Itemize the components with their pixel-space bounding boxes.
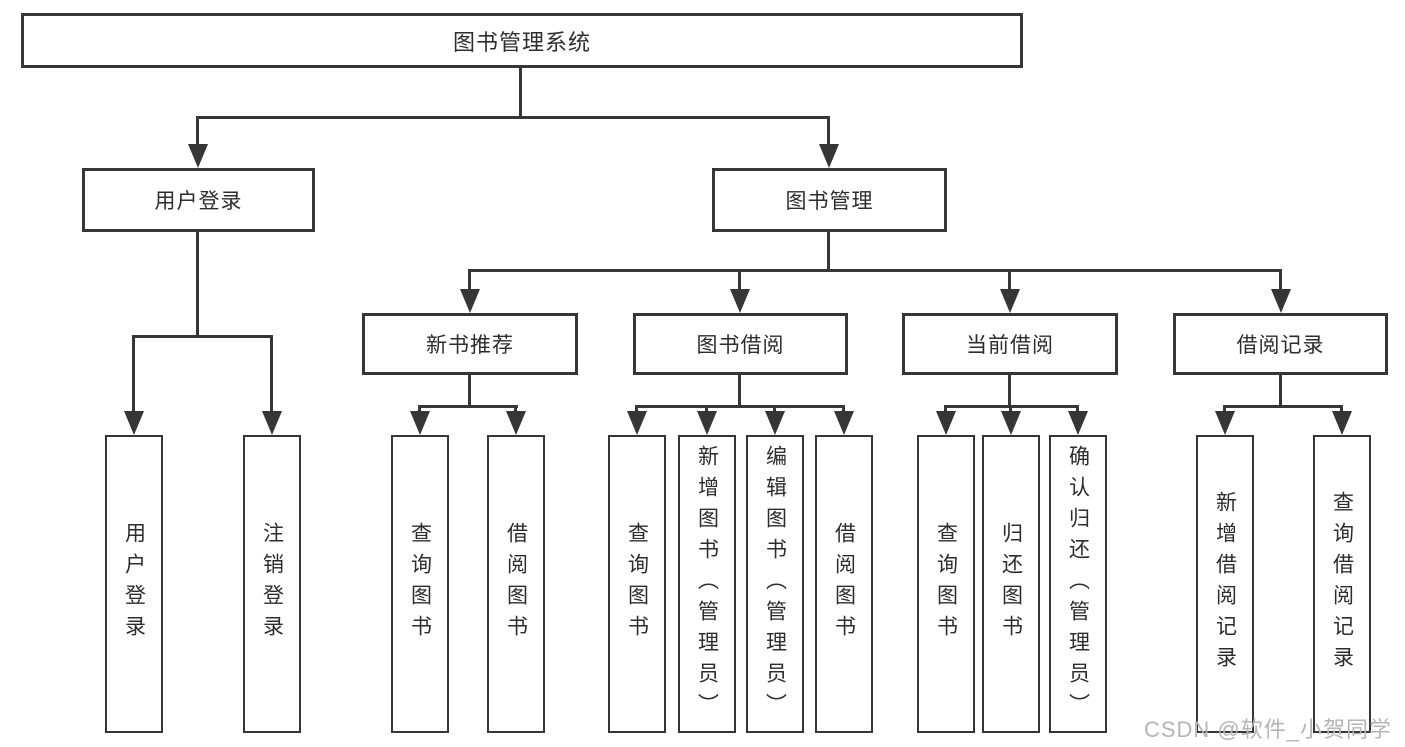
connector-line [514,406,517,413]
connector-line [1279,375,1282,407]
watermark-csdn: CSDN @软件_小贺同学 [1143,717,1392,742]
node-label: 借阅图书 [504,522,528,646]
node-leaf-add-borrow-record: 新增借阅记录 [1196,435,1254,733]
connector-line [1223,405,1343,408]
connector-line [1279,270,1282,291]
connector-line [468,270,471,291]
node-user-login: 用户登录 [82,168,315,232]
node-leaf-borrow-books-recommend: 借阅图书 [487,435,545,733]
connector-line [705,406,708,413]
node-book-management: 图书管理 [712,168,947,232]
connector-line [132,335,273,338]
node-label: 确认归还（管理员） [1066,444,1090,724]
connector-line [1009,406,1012,413]
arrowhead-icon [262,411,282,435]
connector-line [1008,375,1011,407]
node-label: 查询图书 [934,522,958,646]
arrowhead-icon [627,411,647,435]
arrowhead-icon [1068,411,1088,435]
connector-line [418,405,518,408]
node-leaf-logout: 注销登录 [243,435,301,733]
connector-line [827,232,830,271]
node-label: 查询借阅记录 [1330,491,1354,677]
arrowhead-icon [819,144,839,168]
connector-line [738,375,741,407]
arrowhead-icon [506,411,526,435]
connector-line [270,336,273,412]
node-label: 注销登录 [260,522,284,646]
node-label: 用户登录 [122,522,146,646]
node-label: 查询图书 [625,522,649,646]
connector-line [519,68,522,118]
arrowhead-icon [697,411,717,435]
node-label: 借阅记录 [1236,334,1325,357]
node-leaf-query-books-current: 查询图书 [917,435,975,733]
arrowhead-icon [1000,289,1020,313]
node-label: 图书借阅 [696,334,785,357]
node-label: 当前借阅 [966,334,1054,357]
node-label: 新书推荐 [426,334,514,357]
node-leaf-return-books: 归还图书 [982,435,1040,733]
connector-line [1076,406,1079,413]
connector-line [773,406,776,413]
node-label: 归还图书 [999,522,1023,646]
connector-line [468,375,471,407]
node-leaf-query-borrow-record: 查询借阅记录 [1313,435,1371,733]
arrowhead-icon [1215,411,1235,435]
node-leaf-user-login: 用户登录 [105,435,163,733]
arrowhead-icon [410,411,430,435]
node-current-borrowing: 当前借阅 [902,313,1118,375]
node-label: 图书管理系统 [452,29,591,55]
connector-line [1340,406,1343,413]
connector-line [944,406,947,413]
connector-line [196,232,199,337]
node-leaf-query-books-recommend: 查询图书 [391,435,449,733]
node-label: 新增图书（管理员） [695,444,719,724]
node-label: 借阅图书 [832,522,856,646]
connector-line [196,117,199,146]
connector-line [842,406,845,413]
connector-line [196,116,830,119]
node-label: 编辑图书（管理员） [763,444,787,724]
connector-line [468,269,1282,272]
node-label: 新增借阅记录 [1213,491,1237,677]
arrowhead-icon [1271,289,1291,313]
arrowhead-icon [936,411,956,435]
node-label: 图书管理 [785,190,874,213]
connector-line [738,270,741,291]
node-library-management-system: 图书管理系统 [21,13,1023,68]
node-leaf-confirm-return-admin: 确认归还（管理员） [1049,435,1107,733]
arrowhead-icon [460,289,480,313]
node-book-borrowing: 图书借阅 [633,313,848,375]
connector-line [418,406,421,413]
arrowhead-icon [1332,411,1352,435]
arrowhead-icon [834,411,854,435]
node-label: 用户登录 [154,190,243,213]
node-label: 查询图书 [408,522,432,646]
arrowhead-icon [188,144,208,168]
node-leaf-borrow-books-borrowing: 借阅图书 [815,435,873,733]
arrowhead-icon [124,411,144,435]
connector-line [635,406,638,413]
connector-line [635,405,845,408]
connector-line [1223,406,1226,413]
node-leaf-edit-books-admin: 编辑图书（管理员） [746,435,804,733]
arrowhead-icon [765,411,785,435]
node-new-book-recommendation: 新书推荐 [362,313,578,375]
arrowhead-icon [1001,411,1021,435]
arrowhead-icon [730,289,750,313]
node-leaf-add-books-admin: 新增图书（管理员） [678,435,736,733]
node-borrowing-records: 借阅记录 [1173,313,1388,375]
connector-line [827,117,830,146]
connector-line [1008,270,1011,291]
node-leaf-query-books-borrowing: 查询图书 [608,435,666,733]
connector-line [132,336,135,412]
